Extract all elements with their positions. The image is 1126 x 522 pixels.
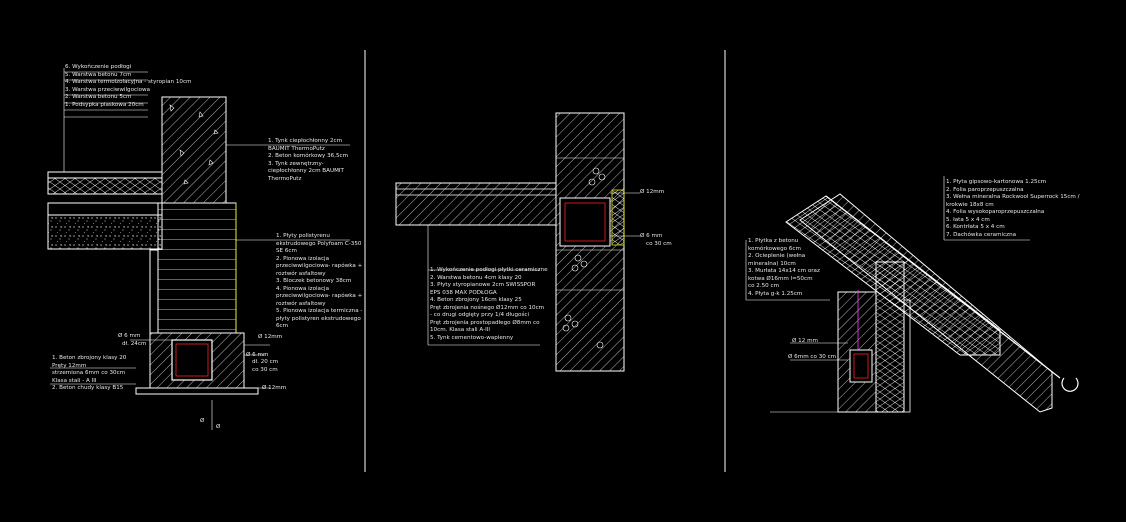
dim-slab-stirrup: Ø 6 mm — [640, 233, 663, 239]
note-line: 3. Płyty styropianowe 2cm SWISSPOR — [430, 282, 536, 288]
note-line: 2. Pionowa izolacja — [276, 255, 330, 262]
note-line: - co drugi odgięty przy 1/4 długości — [430, 312, 530, 318]
note-line: komórkowego 6cm — [748, 245, 801, 252]
roof-rafter — [799, 193, 1053, 413]
note-line: 4. Beton zbrojony 16cm klasy 25 — [430, 297, 522, 303]
dim-rebar-top: Ø 12mm — [258, 334, 283, 340]
roof-layer: 7. Dachówka ceramiczna — [946, 231, 1017, 238]
dim-length-right: dł. 20 cm — [252, 359, 279, 365]
foundation-wall — [157, 202, 237, 334]
note-line: Pręt zbrojenia nośnego Ø12mm co 10cm — [430, 304, 545, 311]
roof-layer: 1. Płyta gipsowo-kartonowa 1.25cm — [946, 179, 1047, 185]
note-line: ekstrudowego Polyfoam C-350 — [276, 240, 362, 247]
inner-board — [903, 299, 911, 413]
note-line: 1. Płytka z betonu — [748, 238, 799, 244]
wall-layer-line: 1. Tynk ciepłochłonny 2cm — [268, 138, 343, 144]
floor-concrete — [47, 202, 163, 216]
wall-layer-line: ThermoPutz — [268, 175, 302, 182]
note-line: roztwór asfaltowy — [276, 300, 326, 307]
lean-concrete — [135, 387, 259, 395]
dim-stirrup-right: Ø 6 mm — [246, 352, 269, 358]
floor-slab — [395, 182, 557, 226]
roof-layer: 4. Folia wysokoparoprzepuszczalna — [946, 209, 1045, 215]
wall-insulation — [875, 261, 905, 413]
wall-plate — [849, 349, 873, 383]
floor-layer-6: 6. Wykończenie podłogi — [65, 64, 132, 70]
roof-detail — [745, 176, 1079, 413]
note-line: przeciwwilgociowa- rapówka + — [276, 263, 363, 269]
wall-layer-list: 1. Tynk ciepłochłonny 2cm BAUMIT ThermoP… — [268, 138, 348, 183]
dim-slab-rebar: Ø 12mm — [640, 189, 665, 195]
slab-notes: 1. Wykończenie podłogi płytki ceramiczne… — [430, 267, 548, 342]
wall-layer-line: ciepłochłonny 2cm BAUMIT — [268, 168, 344, 174]
eave-wall-notes: 1. Płytka z betonu komórkowego 6cm 2. Oc… — [748, 238, 820, 298]
roof-layer: krokwie 18x8 cm — [946, 201, 994, 208]
floor-finish — [47, 171, 163, 179]
wall-layer-line: BAUMIT ThermoPutz — [268, 145, 325, 152]
insulation-notes: 1. Płyty polistyrenu ekstrudowego Polyfo… — [276, 233, 362, 331]
note-line: strzemiona 6mm co 30cm — [52, 370, 126, 376]
wall-layer-line: 3. Tynk zewnętrzny- — [268, 160, 324, 167]
dim-stirrup: Ø 6 mm — [118, 333, 141, 339]
note-line: co 2.50 cm — [748, 283, 780, 289]
dim-eave-stirrup: Ø 6mm co 30 cm — [788, 354, 837, 360]
note-line: roztwór asfaltowy — [276, 270, 326, 277]
gutter — [1061, 377, 1079, 392]
note-line: 6cm — [276, 323, 289, 329]
note-line: SE 6cm — [276, 248, 297, 254]
dim-slab-spacing: co 30 cm — [646, 241, 672, 247]
dim-spacing-right: co 30 cm — [252, 367, 278, 373]
foundation-detail — [47, 68, 350, 430]
floor-layer-3: 3. Warstwa przeciwwilgociowa — [65, 86, 151, 93]
dim-stirrup-length: dł. 24cm — [122, 341, 147, 347]
upper-wall — [161, 96, 227, 204]
note-line: Pręt zbrojenia prostopadłego Ø8mm co — [430, 319, 540, 326]
note-line: 2. Warstwa betonu 4cm klasy 20 — [430, 274, 522, 281]
note-line: 2. Ocieplenie (wełna — [748, 253, 806, 259]
roof-layer-list: 1. Płyta gipsowo-kartonowa 1.25cm 2. Fol… — [946, 179, 1080, 239]
dim-bottom-a: Ø — [200, 418, 205, 424]
note-line: 2. Beton chudy klasy B15 — [52, 385, 124, 391]
dim-bottom-b: Ø — [216, 424, 221, 430]
floor-insulation — [47, 177, 163, 195]
note-line: 3. Bloczek betonowy 38cm — [276, 278, 352, 284]
slab-detail — [395, 112, 640, 372]
roof-tiles — [825, 195, 1061, 379]
floor-layer-4: 4. Warstwa termoizolacyjna - styropian 1… — [65, 79, 192, 85]
roof-layer: 6. Kontrłata 5 x 4 cm — [946, 224, 1005, 230]
note-line: EPS 038 MAX PODŁOGA — [430, 289, 497, 296]
floor-layer-1: 1. Podsypka piaskowa 20cm — [65, 101, 144, 108]
note-line: 1. Beton zbrojony klasy 20 — [52, 355, 127, 361]
foundation-insulation — [149, 249, 159, 334]
roof-layer: 3. Wełna mineralna Rockwool Superrock 15… — [946, 194, 1080, 200]
note-line: 5. Pionowa izolacja termiczna - — [276, 308, 363, 314]
wall-layer-line: 2. Beton komórkowy 36,5cm — [268, 153, 349, 159]
floor-sand — [47, 214, 163, 250]
floor-layer-list: 6. Wykończenie podłogi 5. Warstwa betonu… — [65, 64, 192, 109]
note-line: mineralna) 10cm — [748, 260, 796, 267]
floor-layer-2: 2. Warstwa betonu 5cm — [65, 94, 132, 100]
note-line: 3. Murłata 14x14 cm oraz — [748, 268, 820, 274]
note-line: 1. Wykończenie podłogi płytki ceramiczne — [430, 267, 548, 273]
note-line: 4. Płyta g-k 1.25cm — [748, 290, 803, 297]
note-line: przeciwwilgociowa- rapówka + — [276, 293, 363, 299]
dim-rebar-bottom: Ø 12mm — [262, 385, 287, 391]
note-line: 1. Płyty polistyrenu — [276, 233, 330, 239]
roof-layer: 5. łata 5 x 4 cm — [946, 216, 990, 223]
ring-beam — [559, 197, 611, 247]
note-line: 4. Pionowa izolacja — [276, 285, 330, 292]
note-line: płyty polistyren ekstrudowego — [276, 315, 361, 322]
footing-notes: 1. Beton zbrojony klasy 20 Pręty 12mm st… — [52, 355, 126, 393]
roof-layer: 2. Folia paroprzepuszczalna — [946, 186, 1024, 193]
dim-eave-rebar: Ø 12 mm — [792, 338, 818, 344]
note-line: 10cm. Klasa stali A-III — [430, 327, 491, 333]
note-line: Pręty 12mm — [52, 362, 87, 369]
note-line: kotwa Ø16mm l=50cm — [748, 275, 813, 282]
note-line: 5. Tynk cementowo-wapienny — [430, 334, 514, 341]
footing-rebar — [171, 339, 213, 381]
floor-layer-5: 5. Warstwa betonu 7cm — [65, 71, 132, 78]
note-line: Klasa stali - A III — [52, 377, 97, 384]
